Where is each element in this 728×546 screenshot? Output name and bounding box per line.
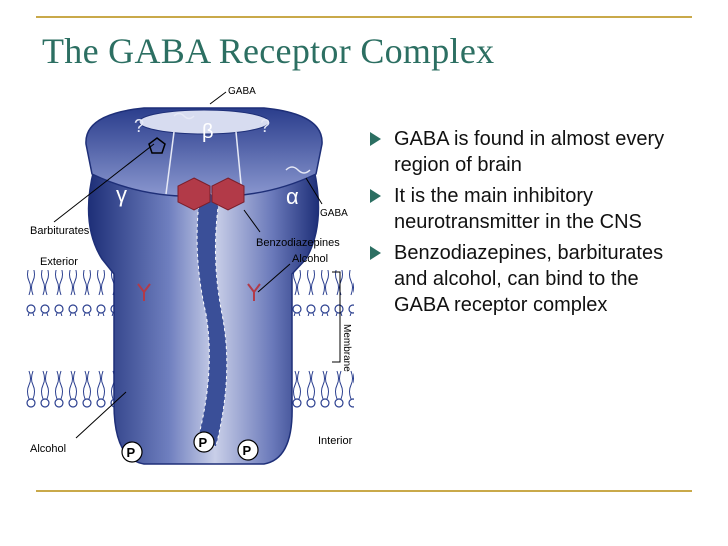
gaba-receptor-diagram: β ? ? γ α P P P GABA Barbiturates Exteri… (24, 86, 354, 465)
bullet-text: It is the main inhibitory neurotransmitt… (394, 185, 642, 233)
barbiturate-site-icon (148, 137, 166, 154)
bullet-arrow-icon (370, 189, 381, 203)
svg-text:P: P (243, 443, 252, 458)
binding-site-hexagon (211, 177, 245, 211)
bullet-text: Benzodiazepines, barbiturates and alcoho… (394, 242, 664, 316)
label-benzodiazepines: Benzodiazepines (256, 237, 340, 249)
label-exterior: Exterior (40, 256, 78, 268)
subunit-beta: β (202, 121, 214, 143)
bullet-list: GABA is found in almost every region of … (368, 126, 698, 323)
gaba-wave-icon (173, 112, 195, 120)
channel-opening (138, 109, 270, 135)
bottom-rule (36, 490, 692, 492)
bullet-arrow-icon (370, 132, 381, 146)
channel-body (87, 168, 320, 465)
label-barbiturates: Barbiturates (30, 225, 90, 237)
alcohol-site-icon (247, 283, 261, 301)
label-alcohol-right: Alcohol (292, 253, 328, 265)
label-alcohol-bottom: Alcohol (30, 443, 66, 455)
label-pointers (53, 91, 323, 439)
bullet-item: Benzodiazepines, barbiturates and alcoho… (368, 240, 698, 318)
gaba-wave-icon (285, 166, 311, 174)
svg-text:P: P (127, 445, 136, 460)
phosphate-group: P (121, 441, 143, 463)
label-membrane: Membrane (341, 324, 352, 372)
subunit-alpha: α (286, 184, 299, 209)
subunit-divider (165, 131, 175, 195)
bullet-arrow-icon (370, 246, 381, 260)
top-rule (36, 16, 692, 18)
label-interior: Interior (318, 435, 353, 447)
bullet-item: It is the main inhibitory neurotransmitt… (368, 183, 698, 235)
slide-title: The GABA Receptor Complex (42, 31, 495, 71)
subunit-gamma: γ (116, 182, 127, 207)
label-gaba-top: GABA (228, 86, 256, 97)
bullet-text: GABA is found in almost every region of … (394, 128, 665, 176)
phosphate-group: P (237, 439, 259, 461)
bullet-item: GABA is found in almost every region of … (368, 126, 698, 178)
label-gaba-right: GABA (320, 208, 348, 219)
svg-text:P: P (199, 435, 208, 450)
alcohol-site-icon (137, 283, 151, 301)
ion-pore (195, 193, 228, 447)
binding-site-hexagon (177, 177, 211, 211)
phosphate-group: P (193, 431, 215, 453)
subunit-unknown-right: ? (260, 116, 270, 136)
subunit-divider (235, 131, 243, 195)
subunit-unknown-left: ? (134, 116, 144, 136)
membrane-bracket (332, 271, 341, 363)
channel-top-ring (85, 107, 323, 198)
